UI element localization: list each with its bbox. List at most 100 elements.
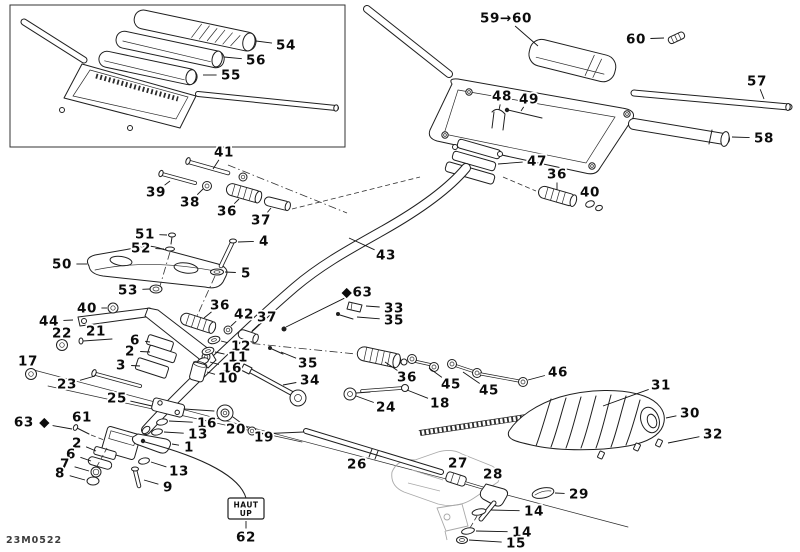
leader-line-33 [365,305,380,308]
callout-39: 39 [146,185,166,201]
callout-41: 41 [214,145,234,161]
callout-56: 56 [246,53,266,69]
callout-54: 54 [276,38,296,54]
callout-19: 19 [254,430,274,446]
riser-pad [528,38,617,83]
leader-line-14 [490,509,520,512]
callout-50: 50 [52,257,72,273]
callout-2: 2 [72,436,82,452]
callout-22: 22 [52,326,72,342]
callout-14: 14 [524,504,544,520]
callout-37: 37 [251,213,271,229]
leader-line-34 [282,382,297,386]
callout-30: 30 [680,406,700,422]
callout-44: 44 [39,314,59,330]
handlebar-pad-54 [133,9,257,52]
callout-21: 21 [86,324,106,340]
callout-60: 60 [626,32,646,48]
callout-10: 10 [218,371,238,387]
leader-line-8 [69,475,86,481]
callout-33: 33 [384,301,404,317]
callout-36: 36 [397,370,417,386]
callout-26: 26 [347,457,367,473]
tie-rod-links [356,346,528,387]
leader-line-15 [468,539,502,543]
callout-11: 11 [228,350,248,366]
orientation-text-line2: UP [240,509,253,518]
clamp-plate [444,161,496,185]
callout-27: 27 [448,456,468,472]
leader-line-1 [171,443,180,446]
orientation-text-line1: HAUT [233,501,258,510]
callout-18: 18 [430,396,450,412]
callout-4: 4 [259,234,269,250]
callout-47: 47 [527,154,547,170]
u-bolt-48 [491,108,506,131]
leader-line-37 [251,323,260,332]
callout-40: 40 [580,185,600,201]
orientation-box [227,497,265,520]
callout-29: 29 [569,487,589,503]
inset-handlebar-box [9,4,346,148]
handlebar-pad-56 [115,30,225,69]
callout-40: 40 [77,301,97,317]
leader-line-11 [214,351,225,355]
callout-45: 45 [479,383,499,399]
handlebar-assembly [363,5,793,212]
callout-36: 36 [547,167,567,183]
callout-42: 42 [234,307,254,323]
callout-55: 55 [221,68,241,84]
callout-49: 49 [519,92,539,108]
callout-48: 48 [492,89,512,105]
callout-25: 25 [107,391,127,407]
callout-35: 35 [298,356,318,372]
steering-arm-cluster [25,301,409,407]
callout-15: 15 [506,536,526,552]
callout-7: 7 [60,457,70,473]
callout-46: 46 [548,365,568,381]
leader-line-23 [79,375,96,381]
leader-line-16 [168,420,193,423]
leader-line-◆63 [285,297,345,328]
grip-end-60-icon [667,31,686,45]
leader-line-47 [497,161,523,165]
callout-17: 17 [18,354,38,370]
upper-hardware-row [158,157,291,212]
leader-line-4 [237,240,254,243]
leader-line-59→60 [514,25,539,47]
callout-23: 23 [57,377,77,393]
leader-line-2 [85,446,97,452]
support-bracket [87,232,237,317]
leader-line-49 [520,106,525,112]
leader-line-48 [498,104,501,111]
callout-16: 16 [222,361,242,377]
callout-32: 32 [703,427,723,443]
callout-12: 12 [231,339,251,355]
callout-53: 53 [118,283,138,299]
callout-8: 8 [55,466,65,482]
leader-line-16 [209,361,220,365]
leader-line-36 [233,198,240,205]
leader-line-41 [212,159,220,170]
callout-14: 14 [512,525,532,541]
callout-52: 52 [131,241,151,257]
callout-20: 20 [226,422,246,438]
callout-13: 13 [188,427,208,443]
callout-35: 35 [384,313,404,329]
leader-line-45 [462,371,480,384]
leader-line-14 [475,530,508,533]
leader-line-7 [74,466,90,472]
leader-line-31 [602,388,649,407]
callout-38: 38 [180,195,200,211]
callout-58: 58 [754,131,774,147]
callout-62: 62 [236,530,256,546]
callout-2: 2 [125,344,135,360]
callout-57: 57 [747,74,767,90]
callout-3: 3 [116,358,126,374]
callout-37: 37 [257,310,277,326]
leader-line-35 [280,351,297,359]
leader-line-5 [224,271,236,273]
callout-◆63: ◆63 [342,285,373,301]
handlebar-pad-55 [98,50,198,86]
